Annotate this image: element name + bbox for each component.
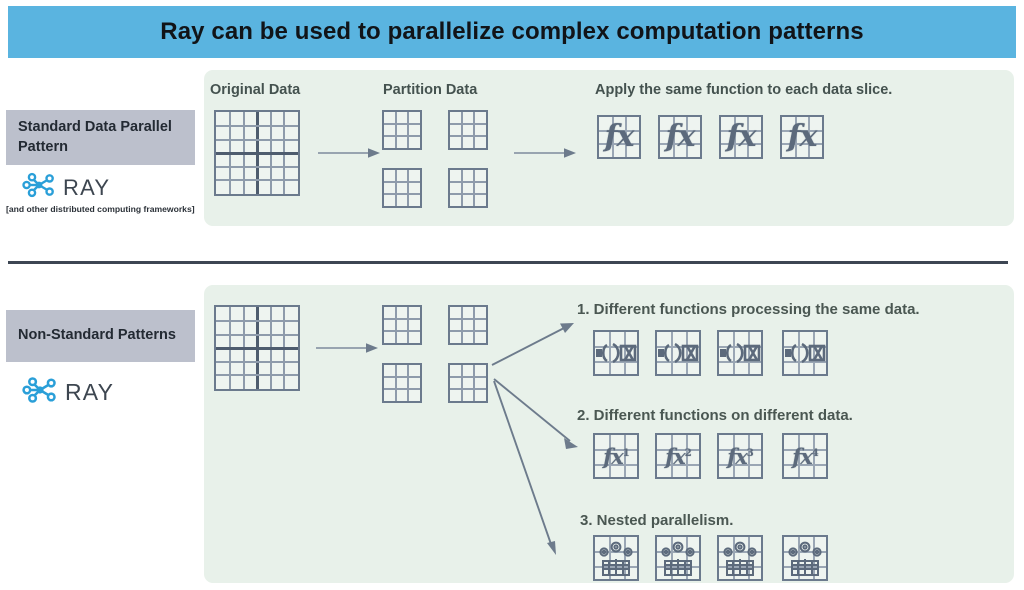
nonstandard-tile-nested [782,535,828,581]
section-badge-standard: Standard Data Parallel Pattern [6,110,195,165]
ray-nodes-icon [22,172,56,203]
sidebar-caption-frameworks: [and other distributed computing framewo… [6,204,195,214]
arrow-to-item-1 [491,326,567,366]
item-label-2: 2. Different functions on different data… [577,407,853,424]
nonstandard-tile-same-data [593,330,639,376]
section-divider [8,261,1008,264]
partition-grid [382,305,422,345]
nonstandard-tile-nested [593,535,639,581]
partition-grid [382,168,422,208]
column-label-original-data: Original Data [210,82,301,98]
partition-grid [448,305,488,345]
gears-nested-grid-icon [595,537,637,579]
section-badge-nonstandard: Non-Standard Patterns [6,310,195,362]
gears-nested-grid-icon [784,537,826,579]
fx-numbered-icon: fx3 [727,443,754,469]
partition-grid [448,363,488,403]
nonstandard-tile-diff-data: fx1 [593,433,639,479]
arrow-apply-function [514,148,576,158]
nonstandard-tile-same-data [717,330,763,376]
ray-logo-top-text: RAY [63,174,111,200]
ray-nodes-icon [22,376,58,409]
ray-logo-bottom: RAY [22,376,114,409]
function-tile-fx: fx [658,115,702,159]
arrow-to-item-2 [493,378,571,442]
ray-logo-bottom-text: RAY [65,379,115,405]
slide-header: Ray can be used to parallelize complex c… [8,6,1016,58]
section-badge-standard-label: Standard Data Parallel Pattern [18,118,172,155]
partition-grid [448,168,488,208]
nonstandard-tile-nested [717,535,763,581]
arrow-fanout-group [491,323,578,555]
item-label-1: 1. Different functions processing the sa… [577,301,920,318]
function-tile-fx: fx [780,115,824,159]
function-of-x-icon [784,332,826,374]
standard-pattern-panel: Original Data Partition Data Apply the s… [204,70,1014,226]
original-data-grid [214,110,300,196]
fx-icon: fx [665,119,696,154]
original-data-grid [214,305,300,391]
fx-numbered-icon: fx2 [665,443,692,469]
function-of-x-icon [719,332,761,374]
partition-grid [382,363,422,403]
nonstandard-tile-same-data [655,330,701,376]
gears-nested-grid-icon [657,537,699,579]
nonstandard-tile-diff-data: fx4 [782,433,828,479]
column-label-partition-data: Partition Data [383,82,478,98]
fx-icon: fx [604,119,635,154]
arrow-to-item-3 [493,380,553,548]
section-badge-nonstandard-label: Non-Standard Patterns [18,327,176,344]
partition-grid [448,110,488,150]
fx-numbered-icon: fx1 [603,443,630,469]
nonstandard-tile-same-data [782,330,828,376]
partition-grid [382,110,422,150]
column-label-apply-function: Apply the same function to each data sli… [595,82,893,98]
nonstandard-tile-nested [655,535,701,581]
item-label-3: 3. Nested parallelism. [580,512,734,529]
fx-numbered-icon: fx4 [792,443,819,469]
nonstandard-tile-diff-data: fx2 [655,433,701,479]
ray-logo-top: RAY [22,172,110,203]
function-of-x-icon [595,332,637,374]
function-tile-fx: fx [719,115,763,159]
function-tile-fx: fx [597,115,641,159]
page-title: Ray can be used to parallelize complex c… [160,18,864,45]
function-of-x-icon [657,332,699,374]
fx-icon: fx [726,119,757,154]
arrow-partition [318,148,380,158]
nonstandard-tile-diff-data: fx3 [717,433,763,479]
arrow-partition [316,343,378,353]
gears-nested-grid-icon [719,537,761,579]
fx-icon: fx [787,119,818,154]
nonstandard-pattern-panel: 1. Different functions processing the sa… [204,285,1014,583]
